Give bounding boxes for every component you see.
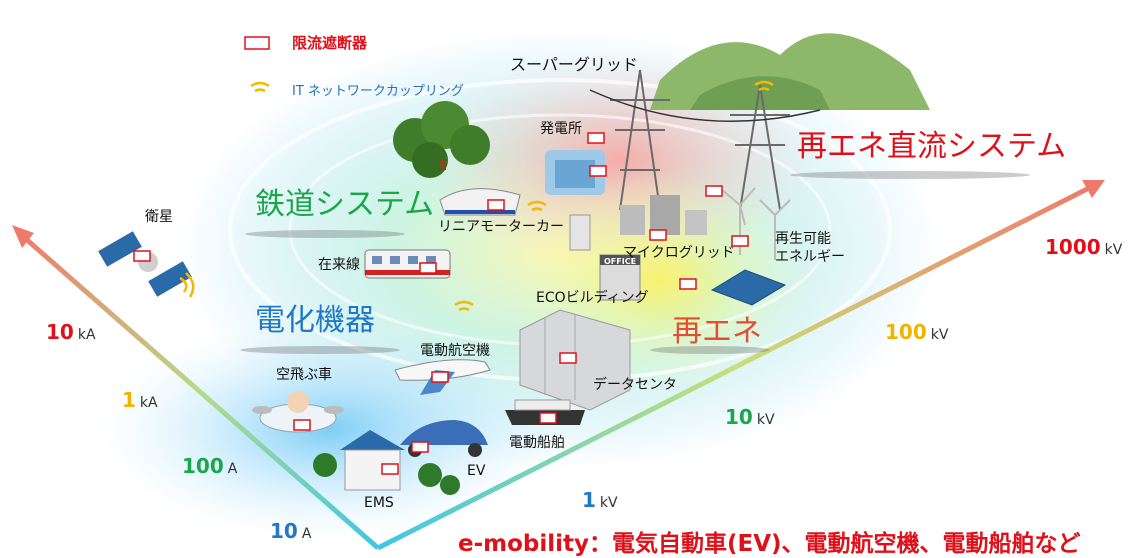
voltage-tick-unit: kV [756, 412, 775, 428]
voltage-tick-value: 1000 [1045, 235, 1101, 259]
label-conventional-line: 在来線 [318, 257, 360, 273]
axes [12, 180, 1105, 551]
voltage-tick-value: 100 [885, 320, 927, 344]
current-tick-unit: A [227, 461, 238, 477]
solar-panels [710, 269, 787, 306]
power-plant-illustration [545, 150, 605, 195]
current-tick-value: 100 [182, 454, 224, 478]
current-tick-value: 10 [270, 519, 298, 543]
emobility-caption: e-mobility：電気自動車(EV)、電動航空機、電動船舶など [458, 531, 1081, 557]
hills [650, 33, 930, 110]
label-shadows [240, 171, 1030, 354]
legend-breaker-label: 限流遮断器 [292, 34, 368, 52]
voltage-tick-value: 1 [582, 488, 596, 512]
voltage-tick-unit: kV [1104, 242, 1123, 258]
label-ev: EV [467, 463, 486, 479]
label-microgrid: マイクログリッド [623, 245, 735, 261]
legend-it-coupling: IT ネットワークカップリング [292, 85, 464, 98]
label-renewable-energy-line1: 再生可能 [775, 231, 831, 247]
eco-building-illustration [599, 254, 641, 301]
satellite-illustration [98, 231, 192, 297]
label-renewable-energy-line2: エネルギー [775, 249, 845, 265]
voltage-tick-value: 10 [725, 405, 753, 429]
label-eco-building: ECOビルディング [536, 290, 649, 306]
label-supergrid: スーパーグリッド [510, 55, 638, 74]
region-renewable-dc: 再エネ直流システム [797, 129, 1067, 164]
region-appliances: 電化機器 [255, 303, 375, 338]
label-ems: EMS [364, 495, 394, 511]
label-data-center: データセンタ [593, 377, 677, 393]
label-satellite: 衛星 [145, 209, 173, 225]
label-office-sign: OFFICE [604, 257, 637, 266]
label-electric-ship: 電動船舶 [509, 435, 565, 451]
current-tick-value: 1 [122, 388, 136, 412]
train-illustration [364, 249, 451, 279]
wifi-icon [179, 80, 774, 312]
current-tick-unit: A [301, 526, 312, 542]
forest-illustration [393, 101, 490, 178]
label-maglev: リニアモーターカー [438, 219, 564, 235]
voltage-tick-unit: kV [599, 495, 618, 511]
legend-breaker: 限流遮断器 [292, 36, 367, 51]
label-flying-car: 空飛ぶ車 [276, 367, 332, 383]
flying-car-illustration [252, 391, 344, 433]
current-tick-unit: kA [139, 395, 158, 411]
label-power-plant: 発電所 [540, 121, 582, 137]
house-illustration [313, 430, 460, 495]
label-electric-aircraft: 電動航空機 [420, 343, 490, 359]
wind-turbines [721, 187, 791, 260]
legend-it-label: IT ネットワークカップリング [292, 84, 464, 99]
breaker-symbols [133, 36, 749, 475]
voltage-tick-unit: kV [930, 327, 949, 343]
region-railway: 鉄道システム [255, 187, 435, 222]
microgrid-buildings [569, 195, 707, 251]
current-tick-value: 10 [46, 320, 74, 344]
transmission-towers [589, 69, 821, 211]
region-renewable: 再エネ [672, 314, 762, 349]
current-tick-unit: kA [77, 327, 96, 343]
